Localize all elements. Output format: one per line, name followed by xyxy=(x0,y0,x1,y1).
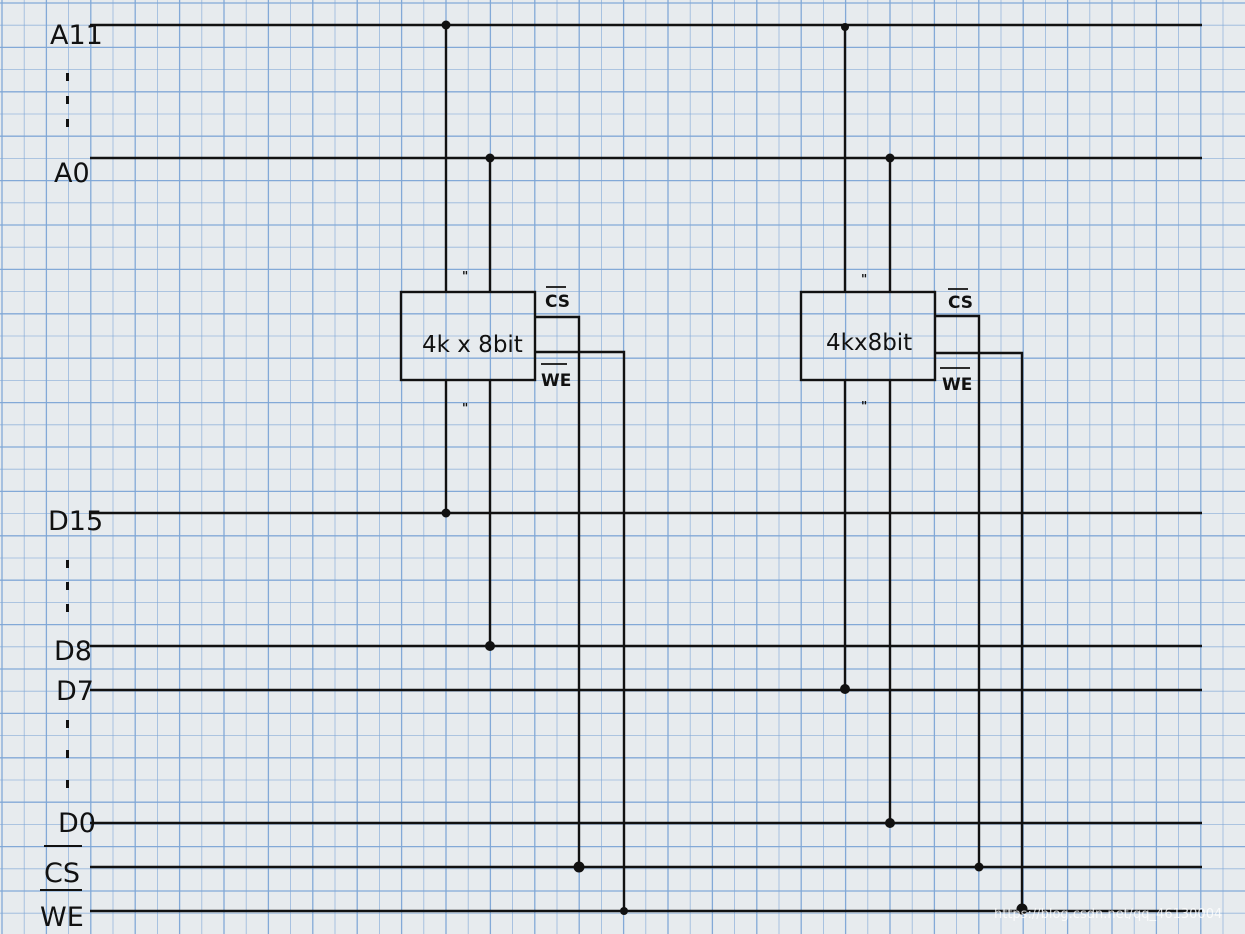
junction-chip2-d0 xyxy=(885,818,895,828)
chip1-cs-pin-label: CS xyxy=(545,292,570,312)
bus-lines xyxy=(90,23,1202,913)
junction-chip2-d7 xyxy=(840,684,850,694)
chip1-we-pin-label: WE xyxy=(541,371,571,391)
ellipsis-d-6 xyxy=(66,780,69,788)
chip1-we-wire xyxy=(535,350,626,911)
label-d8: D8 xyxy=(54,636,92,667)
junction-chip1-cs xyxy=(573,861,585,873)
overbars xyxy=(40,845,82,891)
chip2-cs-pin-label: CS xyxy=(948,293,973,313)
ellipsis-d-3 xyxy=(66,604,69,612)
junction-chip1-d8 xyxy=(485,641,495,651)
ellipsis-marks xyxy=(66,73,69,788)
label-d15: D15 xyxy=(48,506,103,537)
junction-dots xyxy=(441,20,1028,915)
junction-chip1-we xyxy=(620,907,628,915)
ellipsis-d-4 xyxy=(66,720,69,728)
chip-2: 4kx8bit CS WE " " xyxy=(799,25,1024,911)
junction-chip1-a11 xyxy=(441,20,451,30)
junction-chip2-a11 xyxy=(841,23,849,31)
chip1-cs-wire xyxy=(535,315,581,867)
chip1-label: 4k x 8bit xyxy=(422,332,523,358)
ellipsis-d-5 xyxy=(66,750,69,758)
chip1-bottom-mark: " xyxy=(462,401,468,415)
junction-chip2-we xyxy=(1016,903,1028,915)
ellipsis-d-2 xyxy=(66,582,69,590)
junction-chip2-cs xyxy=(974,862,984,872)
chip1-box xyxy=(399,290,537,382)
junction-chip1-a0 xyxy=(485,153,495,163)
label-a11: A11 xyxy=(50,20,103,51)
label-d7: D7 xyxy=(56,676,94,707)
label-cs: CS xyxy=(44,858,80,889)
label-d0: D0 xyxy=(58,808,96,839)
ellipsis-a-1 xyxy=(66,73,69,81)
chip2-top-mark: " xyxy=(861,272,867,286)
junction-chip2-a0 xyxy=(885,153,895,163)
ellipsis-a-2 xyxy=(66,96,69,104)
chip2-bottom-mark: " xyxy=(861,399,867,413)
signal-labels: A11 A0 D15 D8 D7 D0 CS WE xyxy=(40,20,103,933)
ellipsis-a-3 xyxy=(66,119,69,127)
chip2-cs-wire xyxy=(935,314,981,867)
chip2-box xyxy=(799,290,937,382)
junction-chip1-d15 xyxy=(441,508,451,518)
watermark: https://blog.csdn.net/qq_46130004 xyxy=(994,907,1222,922)
chip2-label: 4kx8bit xyxy=(826,330,912,356)
chip2-we-pin-label: WE xyxy=(942,375,972,395)
chip2-we-wire xyxy=(935,351,1024,911)
chip-1: 4k x 8bit CS WE " " xyxy=(399,25,626,911)
label-a0: A0 xyxy=(54,158,90,189)
ellipsis-d-1 xyxy=(66,560,69,568)
label-we: WE xyxy=(40,902,84,933)
chip1-top-mark: " xyxy=(462,269,468,283)
